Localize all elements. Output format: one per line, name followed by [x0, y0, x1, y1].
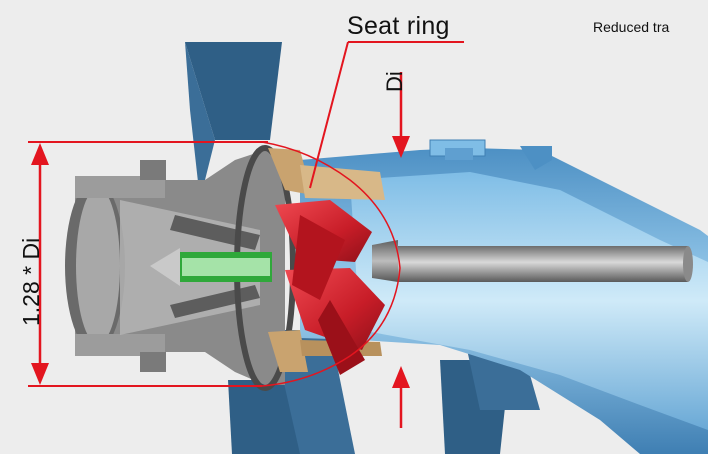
di-dimension-label: Di — [382, 71, 407, 92]
outer-diameter-label: 1.28 * Di — [18, 237, 44, 326]
dimension-annotations — [28, 41, 464, 428]
seat-ring-label: Seat ring — [347, 12, 450, 40]
reduced-text-label: Reduced tra — [593, 19, 670, 35]
shaft — [372, 240, 693, 282]
impeller — [275, 200, 385, 375]
draft-tube-housing — [300, 139, 708, 454]
hub-servomotor — [150, 248, 272, 286]
concrete-duct — [185, 42, 540, 454]
